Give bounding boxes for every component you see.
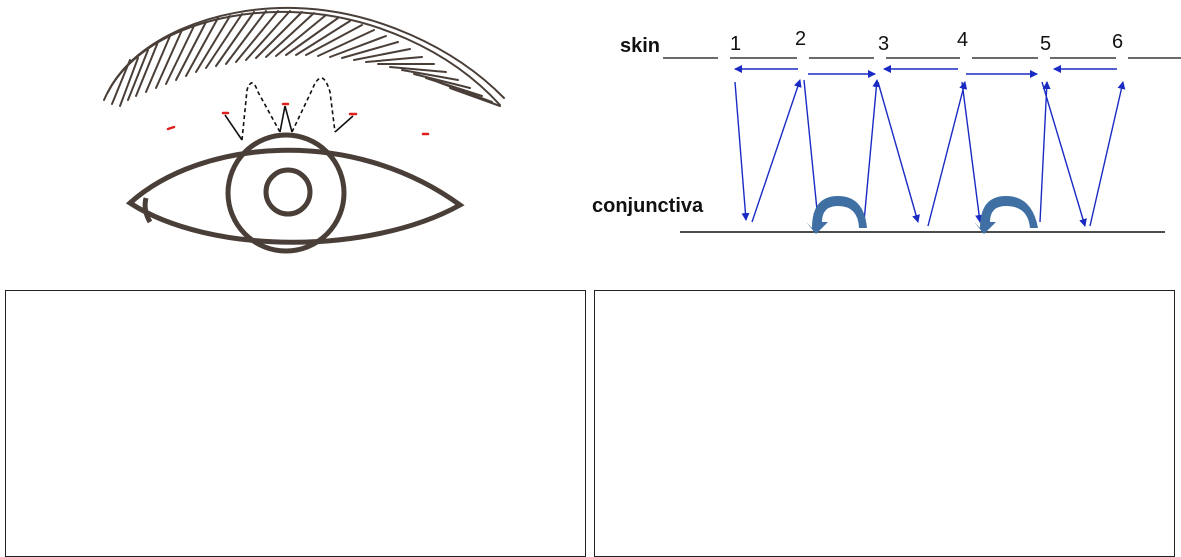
arrow-down-3	[877, 81, 920, 223]
entry-number-4: 4	[957, 29, 968, 51]
photo-frame-right	[594, 290, 1175, 557]
entry-number-1: 1	[730, 33, 741, 55]
curved-arrows	[806, 196, 1038, 234]
entry-number-3: 3	[878, 33, 889, 55]
arrow-up-6	[1089, 81, 1126, 227]
entry-number-6: 6	[1112, 31, 1123, 53]
photo-frame-left	[5, 290, 586, 557]
suture-arrows	[734, 65, 1126, 227]
arrow-down-4	[961, 81, 984, 223]
curved-arrow-left	[806, 196, 867, 234]
arrow-down-2	[803, 79, 822, 221]
suture-path	[224, 77, 354, 141]
entry-number-2: 2	[795, 28, 806, 50]
arrow-up-3	[863, 79, 881, 223]
arrow-down-5	[1041, 81, 1087, 227]
arrow-up-5	[1039, 81, 1051, 223]
curved-arrow-right	[974, 196, 1038, 234]
suture-diagram: skin conjunctiva 1 2 3 4 5 6	[592, 28, 1181, 234]
arrow-down-1	[734, 81, 750, 221]
arrow-up-2	[751, 79, 802, 223]
arrow-up-4	[927, 81, 968, 227]
conjunctiva-label: conjunctiva	[592, 195, 704, 217]
skin-label: skin	[620, 35, 660, 57]
entry-number-5: 5	[1040, 33, 1051, 55]
eye-illustration	[103, 6, 505, 254]
eye-outline	[125, 132, 465, 254]
skin-markers	[166, 102, 430, 136]
eyebrow	[103, 6, 505, 107]
entry-numbers: 1 2 3 4 5 6	[730, 28, 1123, 55]
